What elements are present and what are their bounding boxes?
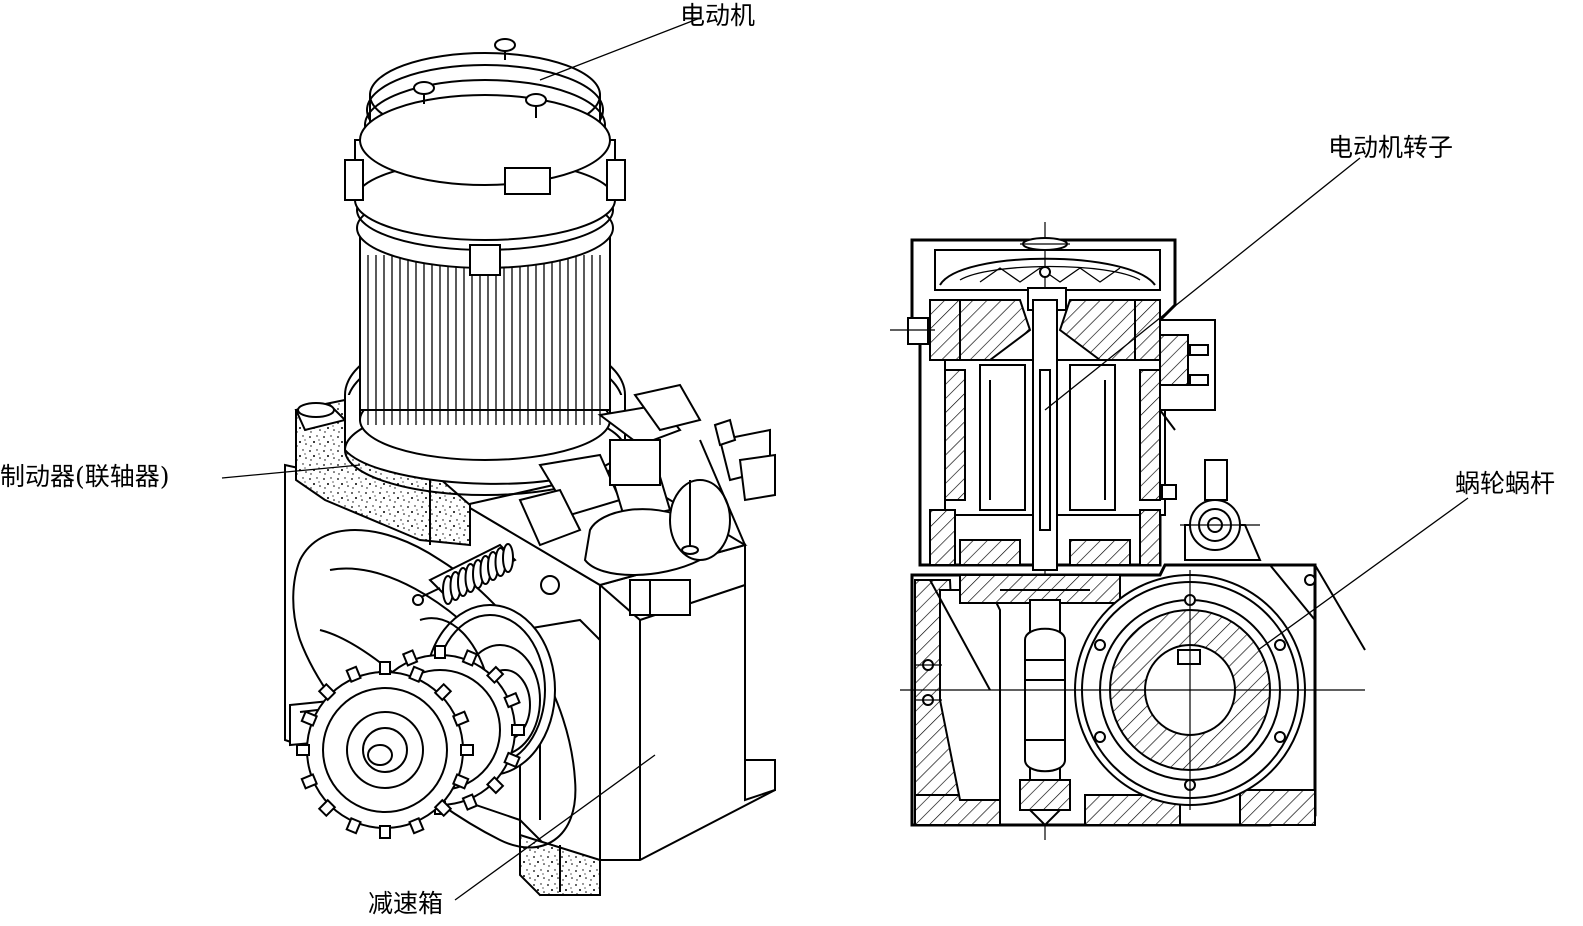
wheel-bolt	[1274, 731, 1286, 743]
brake-mechanism	[518, 403, 776, 616]
motor-housing-section	[890, 222, 1216, 840]
sprocket-tooth	[300, 773, 319, 790]
spring-coil	[502, 543, 514, 573]
labels: 电动机 电动机转子 制动器(联轴器) 蜗轮蜗杆 减速箱	[0, 1, 1555, 918]
sprocket-tooth	[433, 798, 453, 818]
leader-motor	[539, 17, 701, 81]
sprocket-tooth	[379, 661, 391, 675]
cap-bolt	[525, 93, 547, 118]
sprocket-tooth	[503, 751, 521, 769]
label-worm-gear: 蜗轮蜗杆	[1455, 469, 1555, 498]
sprocket-tooth	[401, 649, 419, 667]
wheel-bolt	[1094, 731, 1106, 743]
sprocket-tooth	[485, 775, 505, 795]
motor-cap	[344, 38, 626, 241]
sprocket-tooth	[503, 691, 521, 709]
sprocket-tooth	[433, 682, 453, 702]
leader-gearbox	[454, 754, 656, 901]
sprocket-tooth	[296, 744, 310, 756]
label-motor: 电动机	[680, 1, 755, 30]
sprocket-tooth	[317, 682, 337, 702]
sprocket-tooth	[461, 649, 479, 667]
gearbox-section	[900, 459, 1366, 827]
leader-lines	[221, 17, 1469, 901]
sprocket-tooth	[434, 645, 446, 659]
sprocket-tooth	[451, 710, 470, 727]
housing-top-detail	[633, 383, 737, 447]
cap-bolt	[413, 81, 435, 104]
sprocket-tooth	[460, 744, 474, 756]
label-brake-coupling: 制动器(联轴器)	[0, 462, 170, 491]
sprocket-tooth	[345, 665, 362, 684]
sprocket-tooth	[461, 793, 479, 811]
sprocket-tooth	[451, 773, 470, 790]
sprocket-tooth	[511, 724, 525, 736]
leader-brake-coupling	[221, 464, 361, 479]
sprocket-front	[296, 661, 474, 839]
sprocket-tooth	[408, 665, 425, 684]
wheel-bolt	[1304, 574, 1316, 586]
label-motor-rotor: 电动机转子	[1328, 133, 1453, 162]
brake-spring	[412, 543, 517, 606]
wheel-bolt	[1094, 639, 1106, 651]
sprocket-tooth	[345, 816, 362, 835]
label-gearbox: 减速箱	[368, 889, 443, 918]
cap-bolt	[494, 38, 516, 60]
leader-worm-gear	[1257, 497, 1469, 651]
section-view	[890, 222, 1366, 840]
leader-motor-rotor	[1044, 157, 1361, 411]
sprocket-tooth	[379, 825, 391, 839]
wheel-bolt	[1274, 639, 1286, 651]
sprocket-tooth	[485, 665, 505, 685]
sprocket-tooth	[408, 816, 425, 835]
sprocket-tooth	[300, 710, 319, 727]
sprocket-tooth	[317, 798, 337, 818]
isometric-view	[284, 38, 776, 897]
